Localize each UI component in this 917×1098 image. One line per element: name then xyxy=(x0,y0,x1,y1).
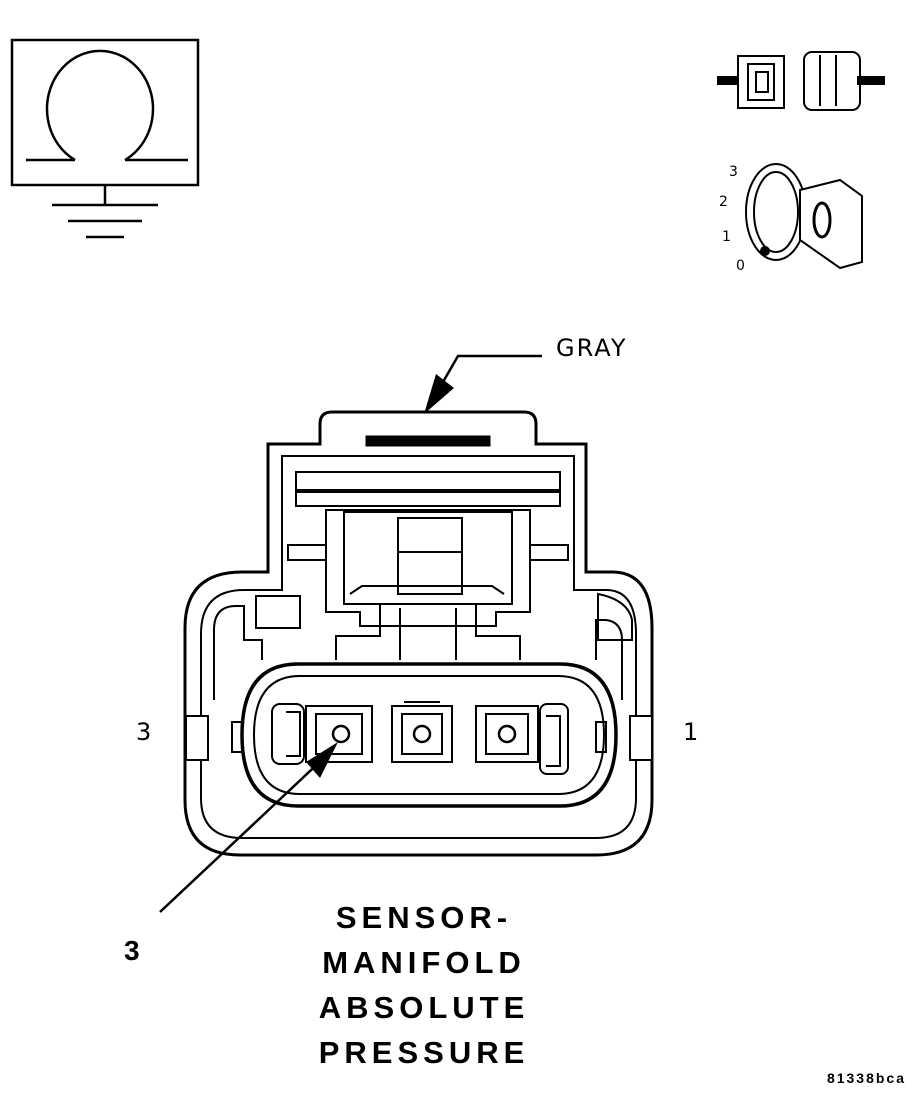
wire-color-label: GRAY xyxy=(556,334,628,362)
ohmmeter-ground-icon xyxy=(10,38,200,239)
key-position-3: 3 xyxy=(729,164,738,180)
gray-color-leader xyxy=(424,354,542,414)
component-title-line-1: SENSOR- xyxy=(336,900,512,935)
connector-pair-icon xyxy=(717,51,885,111)
figure-code: 81338bca xyxy=(827,1070,906,1086)
component-title-line-2: MANIFOLD xyxy=(322,945,526,980)
ignition-key-icon xyxy=(745,163,863,270)
cavity-3-callout-leader xyxy=(159,742,338,913)
key-position-1: 1 xyxy=(722,229,731,245)
component-title-line-4: PRESSURE xyxy=(319,1035,530,1070)
terminal-1 xyxy=(475,703,569,775)
key-position-2: 2 xyxy=(719,194,728,210)
connector-body xyxy=(183,410,654,857)
pin-label-3: 3 xyxy=(136,718,153,746)
key-position-0: 0 xyxy=(736,258,745,274)
terminal-2 xyxy=(391,701,453,763)
terminal-3 xyxy=(271,703,373,765)
component-title-line-3: ABSOLUTE xyxy=(319,990,530,1025)
cavity-callout-label: 3 xyxy=(124,935,140,966)
pin-label-1: 1 xyxy=(683,718,700,746)
